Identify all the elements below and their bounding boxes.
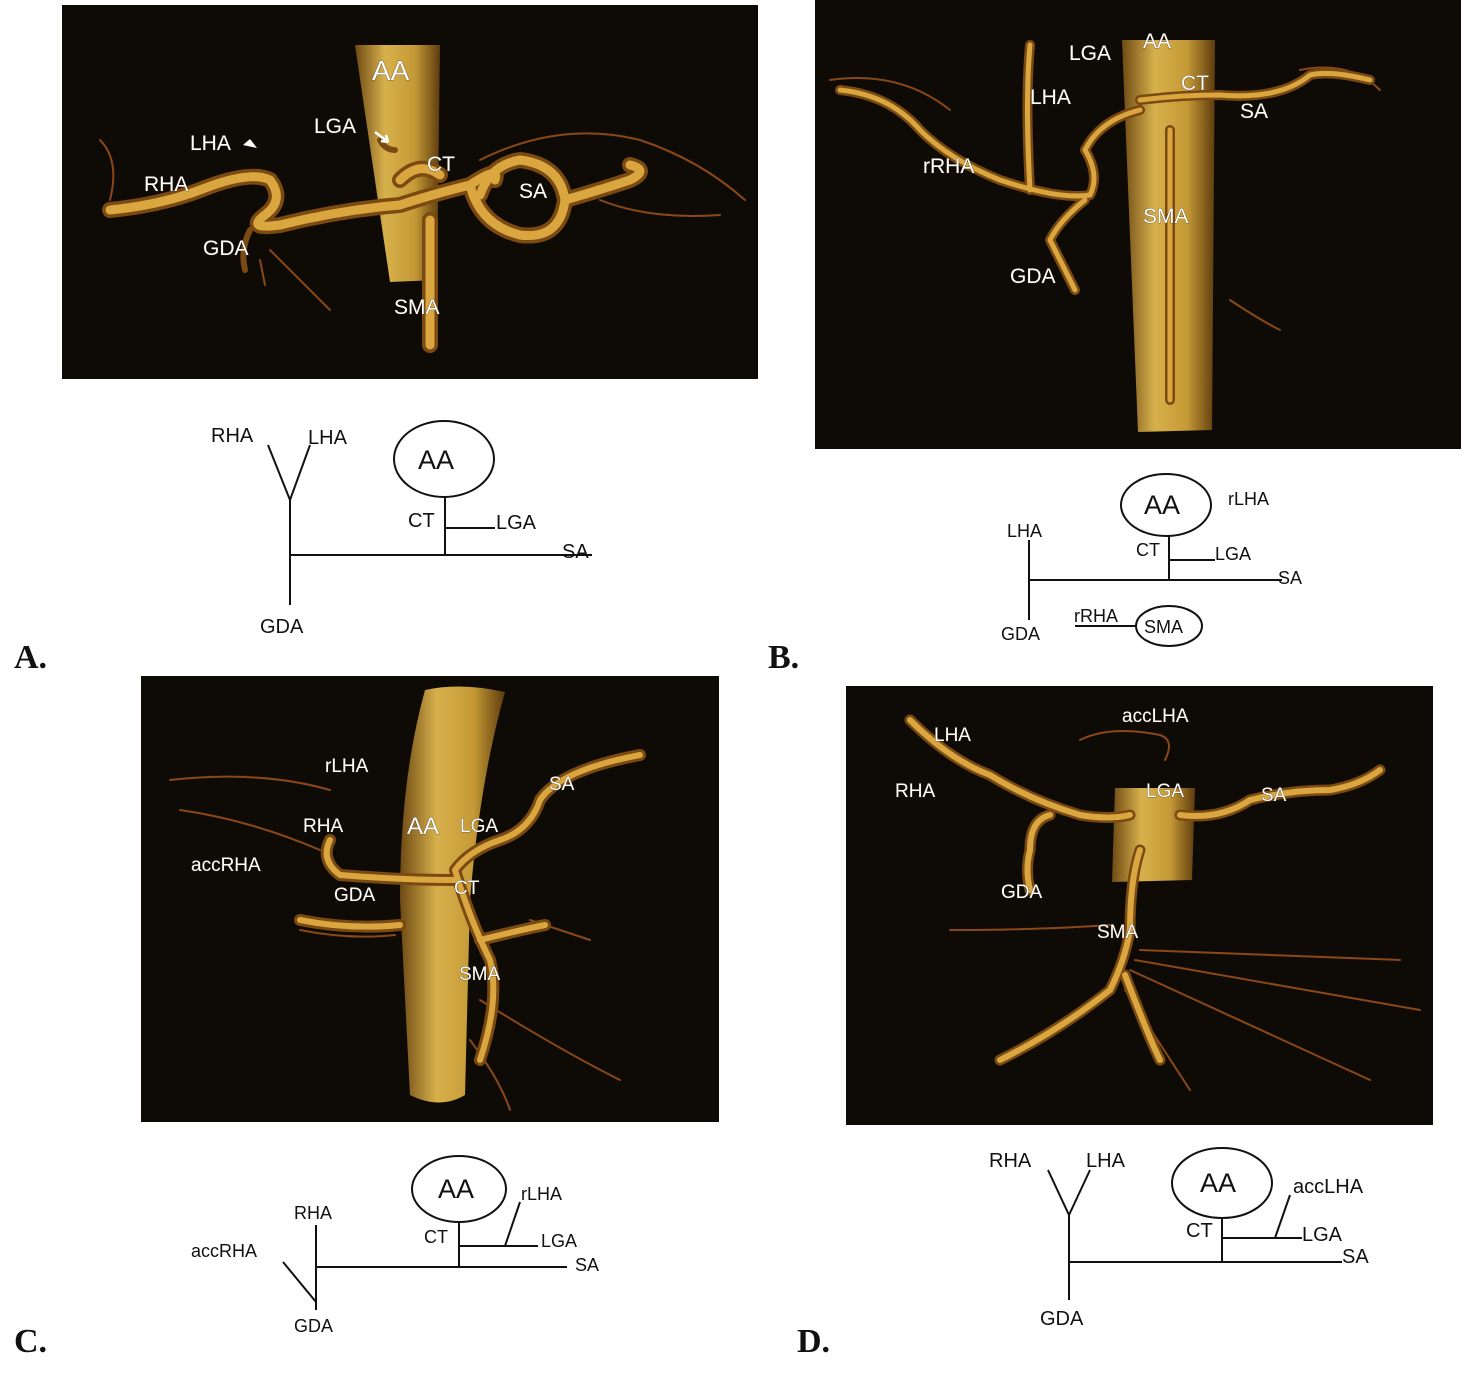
panel-b-ct-image: LGA AA CT LHA SA rRHA SMA GDA [815,0,1461,449]
panel-d-ct-image: accLHA LHA RHA LGA SA GDA SMA [846,686,1433,1125]
label-gda: GDA [203,237,249,260]
schem-ct: CT [424,1227,448,1247]
sma-circle [1135,605,1203,647]
label-accrha: accRHA [191,855,261,876]
schem-sma: SMA [1144,617,1183,637]
schem-gda: GDA [294,1316,333,1336]
schem-gda: GDA [1040,1308,1084,1330]
label-rrha: rRHA [923,155,974,178]
schem-lha: LHA [1086,1150,1126,1172]
schem-lga: LGA [1302,1224,1343,1246]
schem-aa: AA [1144,490,1180,520]
label-sma: SMA [1097,922,1139,943]
label-gda: GDA [334,885,376,906]
label-lga: LGA [314,115,356,138]
label-aa: AA [372,55,410,86]
schem-accrha: accRHA [191,1241,257,1261]
label-rha: RHA [895,781,935,802]
schem-sa: SA [1278,568,1302,588]
label-gda: GDA [1010,265,1056,288]
schem-sa: SA [1342,1246,1369,1268]
label-sma: SMA [459,964,501,985]
panel-letter-d: D. [797,1323,830,1360]
vessels [904,714,1421,1091]
schem-ct: CT [1136,540,1160,560]
panel-a-ct-image: AA LGA LHA CT RHA SA GDA SMA [62,5,758,379]
schem-lha: LHA [1007,521,1042,541]
schem-aa: AA [418,445,454,475]
label-ct: CT [427,153,455,176]
aa-circle [411,1155,507,1223]
schem-ct: CT [408,510,435,532]
label-ct: CT [454,878,480,899]
label-rha: RHA [303,816,343,837]
panel-a-schematic: AA RHA LHA CT LGA SA GDA [211,420,592,638]
schem-aa: AA [1200,1168,1236,1198]
label-rlha: rLHA [325,756,369,777]
label-lha: LHA [190,132,231,155]
schem-ct: CT [1186,1220,1213,1242]
panel-c: rLHA SA RHA AA LGA accRHA CT GDA SMA AA … [14,676,719,1360]
label-lha: LHA [1030,86,1071,109]
panel-letter-b: B. [768,639,799,676]
schem-gda: GDA [260,616,304,638]
vessels [99,132,746,353]
aa-circle [1171,1147,1273,1219]
lga-arrow-icon [374,131,390,144]
schem-lga: LGA [496,512,537,534]
vessels [169,749,646,1111]
panel-c-schematic: AA rLHA RHA CT LGA accRHA SA GDA [191,1155,599,1336]
label-aa: AA [407,813,439,840]
schem-rha: RHA [294,1203,332,1223]
lha-arrowhead-icon [243,139,257,148]
aa-circle [1120,473,1212,537]
panel-letter-a: A. [14,639,47,676]
label-lga: LGA [460,816,498,837]
vessels [829,40,1381,405]
label-sa: SA [1261,785,1287,806]
schem-rha: RHA [989,1150,1032,1172]
panel-b-schematic: AA rLHA LHA CT LGA SA GDA rRHA SMA [1001,473,1302,647]
schem-rha: RHA [211,425,254,447]
schem-sa: SA [562,541,589,563]
schem-rlha: rLHA [521,1184,562,1204]
schem-sa: SA [575,1255,599,1275]
label-lga: LGA [1146,781,1184,802]
label-sa: SA [519,180,547,203]
panel-d: accLHA LHA RHA LGA SA GDA SMA AA RHA LHA… [797,686,1433,1360]
panel-d-schematic: AA RHA LHA accLHA CT LGA SA GDA [989,1147,1369,1330]
schem-lha: LHA [308,427,348,449]
panel-letter-c: C. [14,1323,47,1360]
label-sma: SMA [1143,205,1189,228]
label-acclha: accLHA [1122,706,1189,727]
schem-gda: GDA [1001,624,1040,644]
panel-b: LGA AA CT LHA SA rRHA SMA GDA AA rLHA LH… [768,0,1461,676]
schem-lga: LGA [541,1231,577,1251]
label-aa: AA [1143,30,1171,53]
label-ct: CT [1181,72,1209,95]
panel-a: AA LGA LHA CT RHA SA GDA SMA AA RHA LHA … [14,5,758,676]
label-rha: RHA [144,173,188,196]
schem-acclha: accLHA [1293,1176,1364,1198]
label-lha: LHA [934,725,971,746]
label-sa: SA [549,774,575,795]
panel-c-ct-image: rLHA SA RHA AA LGA accRHA CT GDA SMA [141,676,719,1122]
schem-aa: AA [438,1174,474,1204]
label-lga: LGA [1069,42,1111,65]
label-sma: SMA [394,296,440,319]
aa-circle [393,420,495,498]
schem-rrha: rRHA [1074,606,1118,626]
label-sa: SA [1240,100,1268,123]
schem-lga: LGA [1215,544,1251,564]
label-gda: GDA [1001,882,1043,903]
schem-rlha: rLHA [1228,489,1269,509]
